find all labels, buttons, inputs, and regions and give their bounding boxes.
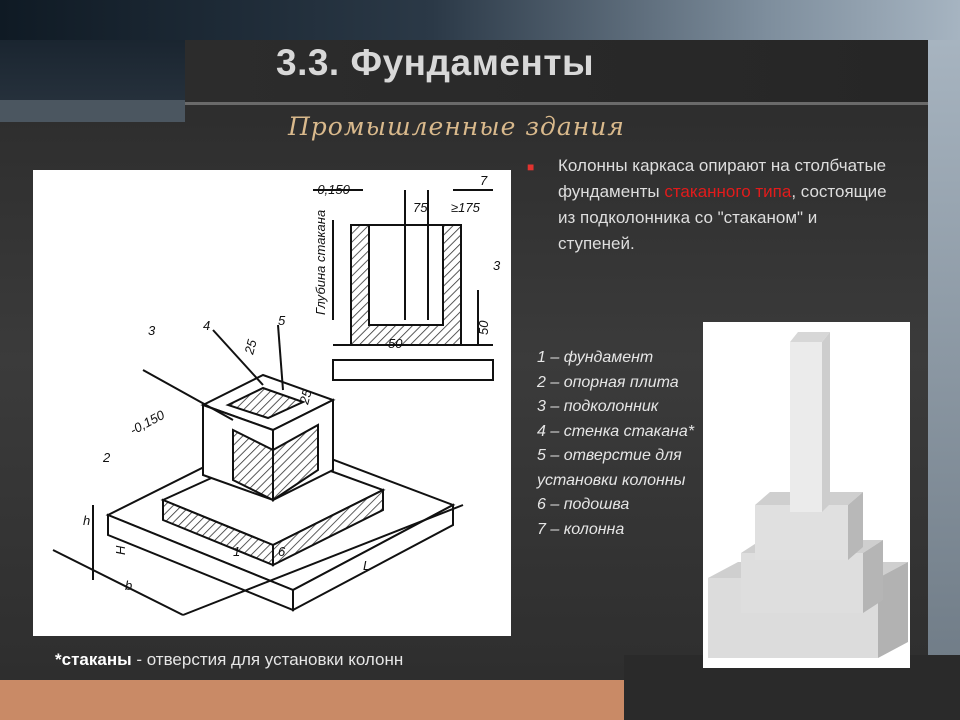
title-bar — [185, 40, 928, 102]
legend-item: 3 – подколонник — [537, 398, 659, 415]
foundation-drawing: 3 4 5 2 1 6 7 3 -0,150 -0,150 75 ≥175 50… — [33, 170, 511, 636]
label-H: H — [113, 545, 128, 555]
bullet-body: Колонны каркаса опирают на столбчатые фу… — [530, 153, 890, 257]
section-view — [313, 189, 494, 381]
foundation-drawing-svg: 3 4 5 2 1 6 7 3 -0,150 -0,150 75 ≥175 50… — [52, 173, 501, 616]
label-3: 3 — [148, 323, 156, 338]
footnote-caption: *стаканы - отверстия для установки колон… — [55, 650, 403, 670]
legend-item: 4 – стенка стакана* — [537, 422, 695, 440]
foundation-3d-svg — [703, 322, 910, 668]
legend-item: 6 – подошва — [537, 496, 630, 513]
bullet-paragraph: Колонны каркаса опирают на столбчатые фу… — [530, 153, 890, 257]
label-2: 2 — [102, 450, 111, 465]
legend-item: 1 – фундамент — [537, 349, 654, 366]
bullet-highlight: стаканного типа — [664, 182, 792, 201]
label-b: b — [125, 578, 132, 593]
slide-title: 3.3. Фундаменты — [276, 42, 595, 83]
label-4: 4 — [203, 318, 210, 333]
label-1: 1 — [233, 544, 240, 559]
label-50-side: 50 — [476, 320, 491, 335]
label-175: ≥175 — [451, 200, 481, 215]
label-75: 75 — [413, 200, 428, 215]
right-edge — [928, 40, 960, 680]
legend-item: 2 – опорная плита — [537, 373, 679, 391]
legend-item: 7 – колонна — [537, 520, 625, 538]
label-3-section: 3 — [493, 258, 501, 273]
bullet-text-start: Колонны каркаса опирают на столбчатые фу… — [558, 156, 887, 201]
foundation-3d-image — [703, 322, 910, 668]
isometric-view — [52, 324, 464, 616]
label-25-b: 25 — [296, 387, 315, 407]
label-level-150-iso: -0,150 — [127, 407, 167, 438]
bullet-text-end: , состоящие из подколонника со "стаканом… — [558, 182, 887, 253]
label-h: h — [83, 513, 90, 528]
label-level-150-top: -0,150 — [313, 182, 351, 197]
label-7: 7 — [480, 173, 488, 188]
corner-strip — [0, 100, 185, 122]
legend-item: 5 – отверстие для установки колонны — [537, 447, 686, 489]
bullet-icon: ■ — [527, 160, 535, 174]
label-25-a: 25 — [241, 337, 260, 357]
footnote-definition: - отверстия для установки колонн — [131, 650, 404, 669]
footnote-term: *стаканы — [55, 650, 132, 669]
label-50-bottom: 50 — [388, 336, 403, 351]
title-divider — [185, 102, 928, 105]
label-5: 5 — [278, 313, 286, 328]
label-glass-depth: Глубина стакана — [313, 210, 328, 315]
label-L: L — [363, 558, 370, 573]
legend-list: 1 – фундамент 2 – опорная плита 3 – подк… — [537, 346, 707, 542]
slide-subtitle: Промышленные здания — [288, 112, 625, 141]
label-6: 6 — [278, 544, 286, 559]
background-top — [0, 0, 960, 40]
